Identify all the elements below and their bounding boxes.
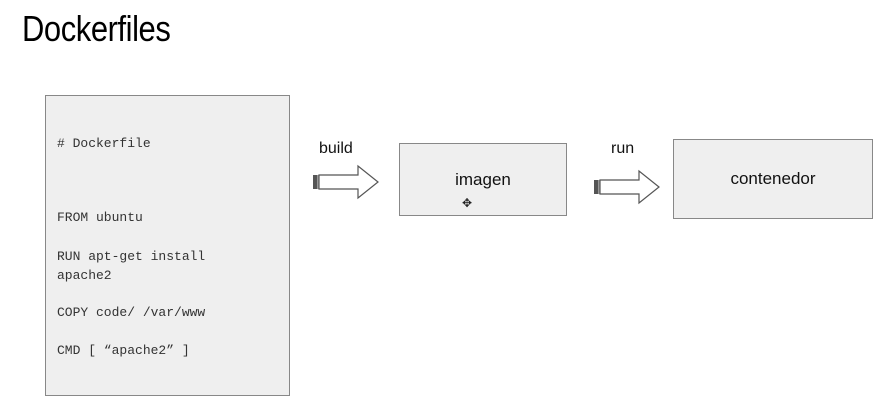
dockerfile-run-line-1: RUN apt-get install: [57, 249, 206, 264]
build-label: build: [319, 140, 353, 157]
run-label: run: [611, 140, 635, 157]
cursor-icon: ✥: [462, 196, 473, 210]
dockerfile-copy: COPY code/ /var/www: [57, 305, 206, 320]
container-label: contenedor: [730, 169, 816, 188]
dockerfile-comment: # Dockerfile: [57, 136, 151, 151]
run-arrow-icon: [594, 169, 660, 205]
build-arrow-icon: [313, 164, 379, 200]
dockerfile-run-line-2: apache2: [57, 268, 112, 283]
image-label: imagen: [455, 169, 511, 189]
dockerfile-from: FROM ubuntu: [57, 210, 143, 225]
page-title: Dockerfiles: [22, 8, 171, 49]
dockerfile-cmd: CMD [ “apache2” ]: [57, 343, 190, 358]
image-box: imagen: [399, 143, 567, 216]
container-box: contenedor: [673, 139, 873, 219]
dockerfile-box: # Dockerfile FROM ubuntu RUN apt-get ins…: [45, 95, 290, 396]
